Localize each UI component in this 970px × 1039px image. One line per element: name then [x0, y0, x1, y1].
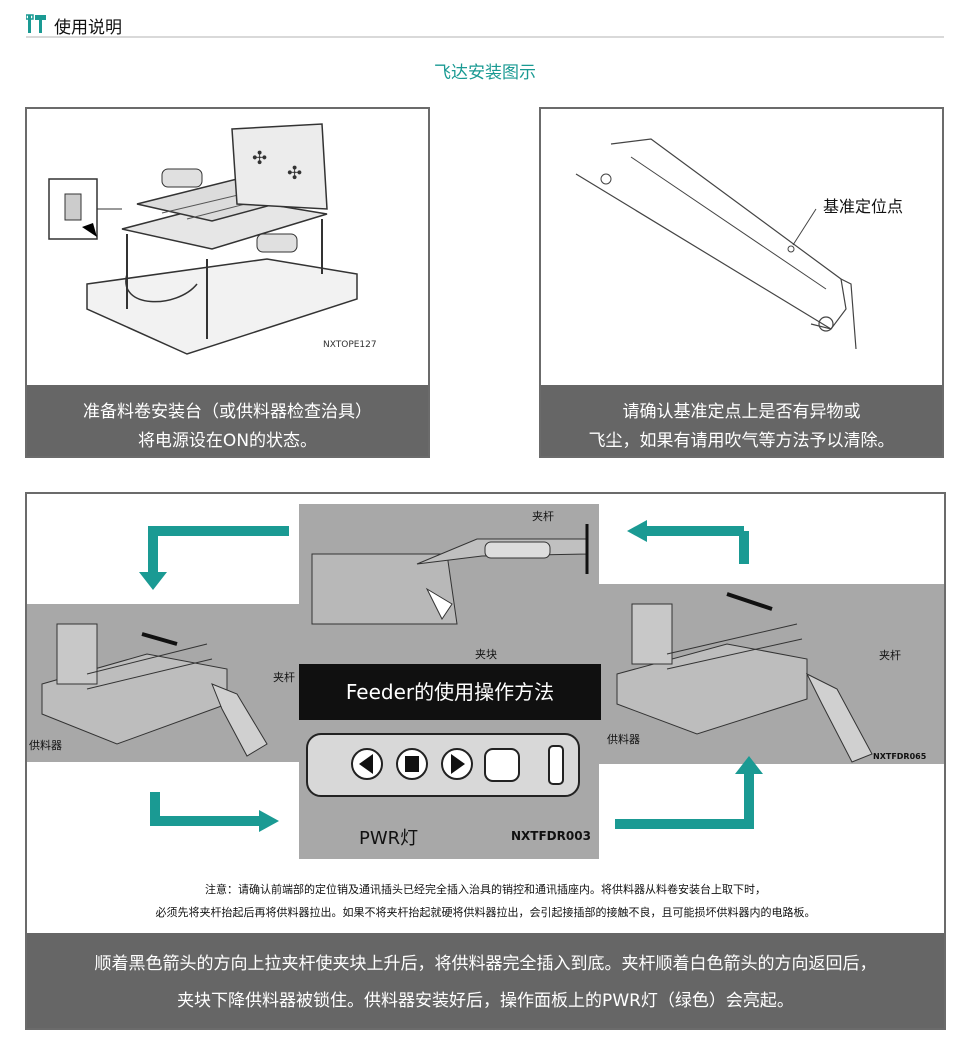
- svg-text:✣: ✣: [287, 163, 302, 184]
- feeder-label-right: 供料器: [607, 733, 640, 746]
- caption-line-1: 准备料卷安装台（或供料器检查治具）: [83, 402, 372, 422]
- feeder-operation-title: Feeder的使用操作方法: [299, 664, 601, 720]
- image-code: NXTOPE127: [323, 340, 377, 350]
- caution-note-line-1: 注意：请确认前端部的定位销及通讯插头已经完全插入治具的销控和通讯插座内。将供料器…: [205, 883, 766, 896]
- step-panel-right: 基准定位点 请确认基准定点上是否有异物或 飞尘，如果有请用吹气等方法予以清除。: [539, 107, 944, 458]
- pwr-lamp-label: PWR灯: [359, 828, 419, 849]
- caption-line-1: 请确认基准定点上是否有异物或: [622, 402, 861, 422]
- mounting-stand-illustration: ✣ ✣ NXTOPE127: [48, 123, 377, 355]
- clamp-block-label: 夹块: [475, 648, 497, 661]
- caption-line-2: 将电源设在ON的状态。: [137, 431, 318, 451]
- caption-band: 准备料卷安装台（或供料器检查治具） 将电源设在ON的状态。: [27, 385, 428, 456]
- feeder-label-left: 供料器: [29, 739, 62, 752]
- svg-text:✣: ✣: [252, 148, 267, 169]
- step-panel-left: ✣ ✣ NXTOPE127 准备料卷安装台（或供料器检查治具） 将电源设在ON的…: [25, 107, 430, 458]
- page-header: 使用说明: [26, 10, 944, 38]
- section-title: 飞达安装图示: [434, 63, 536, 83]
- tools-icon: [26, 14, 46, 33]
- reference-point-label: 基准定位点: [823, 197, 903, 216]
- reference-point-illustration: 基准定位点: [575, 138, 903, 350]
- clamp-lever-label-left: 夹杆: [273, 671, 295, 684]
- caption-band: 顺着黑色箭头的方向上拉夹杆使夹块上升后，将供料器完全插入到底。夹杆顺着白色箭头的…: [27, 933, 944, 1028]
- caution-note-line-2: 必须先将夹杆抬起后再将供料器拉出。如果不将夹杆抬起就硬将供料器拉出，会引起接插部…: [155, 906, 816, 919]
- caption-band: 请确认基准定点上是否有异物或 飞尘，如果有请用吹气等方法予以清除。: [541, 385, 942, 456]
- right-image-code: NXTFDR065: [873, 752, 927, 761]
- clamp-lever-label-right: 夹杆: [879, 649, 901, 662]
- feeder-operation-panel: Feeder的使用操作方法 夹杆 夹块 夹杆 夹杆 供料器 供料器 NXTFDR…: [25, 492, 946, 1030]
- caption-line-1: 顺着黑色箭头的方向上拉夹杆使夹块上升后，将供料器完全插入到底。夹杆顺着白色箭头的…: [94, 954, 877, 974]
- header-title: 使用说明: [54, 18, 122, 38]
- center-image-code: NXTFDR003: [511, 829, 591, 843]
- clamp-lever-label: 夹杆: [532, 510, 554, 523]
- caption-line-2: 夹块下降供料器被锁住。供料器安装好后，操作面板上的PWR灯（绿色）会亮起。: [177, 991, 794, 1011]
- caption-line-2: 飞尘，如果有请用吹气等方法予以清除。: [588, 431, 895, 451]
- feeder-operation-diagram: [27, 504, 944, 859]
